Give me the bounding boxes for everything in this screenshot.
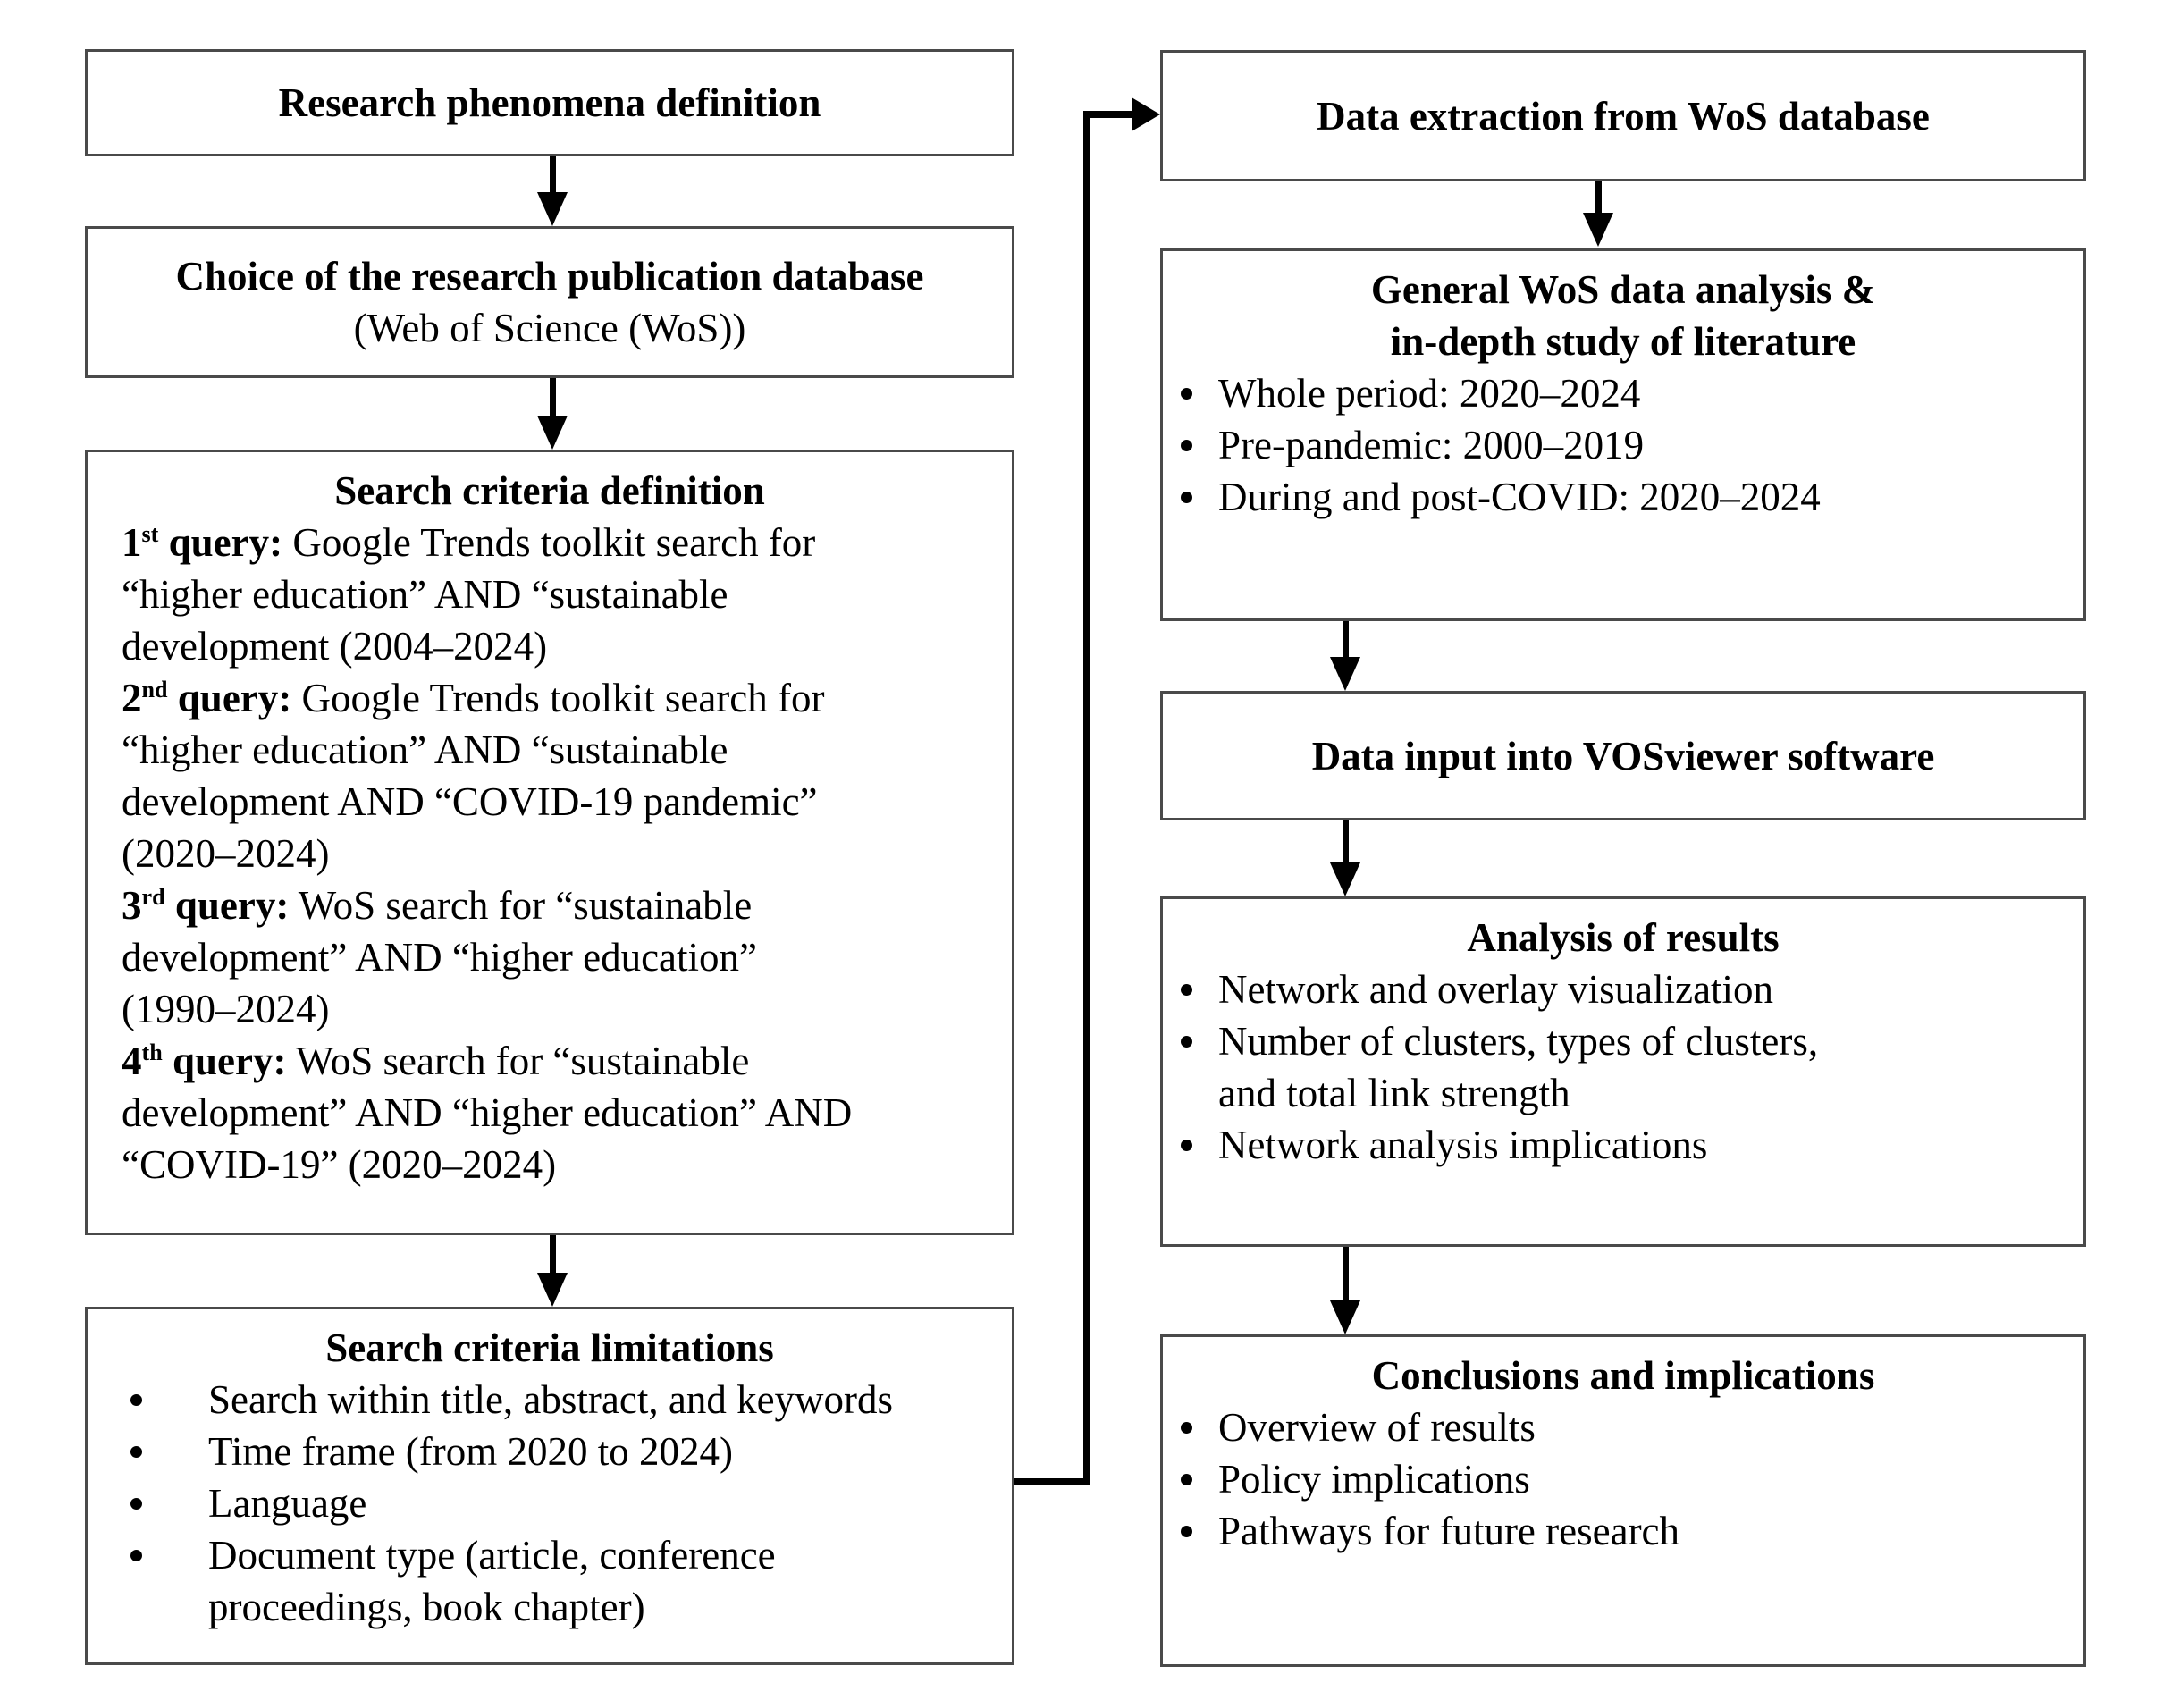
box-title: Data extraction from WoS database — [1317, 93, 1930, 139]
arrow-stem — [1595, 181, 1602, 216]
list-item: Document type (article, conference procee… — [88, 1529, 1012, 1633]
text-line: “higher education” AND “sustainable — [122, 728, 728, 772]
arrow-head-icon — [537, 416, 568, 450]
text-line: in-depth study of literature — [1390, 319, 1856, 364]
text-line: development (2004–2024) — [122, 624, 548, 669]
list-item-line: Pre-pandemic: 2000–2019 — [1218, 423, 1645, 467]
arrow-head-icon — [1330, 1300, 1360, 1334]
arrow-head-icon — [1132, 97, 1160, 131]
limitations-list: Search within title, abstract, and keywo… — [88, 1374, 1012, 1633]
text-line: General WoS data analysis & — [1370, 267, 1876, 312]
text-line: 1st query: Google Trends toolkit search … — [122, 520, 816, 565]
box-title: Choice of the research publication datab… — [175, 254, 924, 299]
list-item: Pathways for future research — [1163, 1505, 2083, 1557]
list-item: During and post-COVID: 2020–2024 — [1163, 471, 2083, 523]
box-subtitle: (Web of Science (WoS)) — [353, 306, 746, 350]
list-item-line: Language — [208, 1481, 367, 1526]
text-line: (2020–2024) — [122, 831, 330, 876]
text-line: 2nd query: Google Trends toolkit search … — [122, 676, 825, 720]
box-vosviewer-input: Data input into VOSviewer software — [1160, 691, 2086, 820]
list-item: Overview of results — [1163, 1401, 2083, 1453]
box-title: Search criteria limitations — [325, 1325, 774, 1370]
arrow-head-icon — [537, 1273, 568, 1307]
arrow-stem — [550, 1235, 556, 1276]
connector-vertical — [1083, 111, 1090, 1485]
list-item-line: Network and overlay visualization — [1218, 967, 1774, 1012]
box-database-choice: Choice of the research publication datab… — [85, 226, 1014, 378]
list-item-line: Overview of results — [1218, 1405, 1536, 1450]
box-search-criteria-limitations: Search criteria limitations Search withi… — [85, 1307, 1014, 1665]
arrow-stem — [1343, 1247, 1349, 1304]
text-line: development AND “COVID-19 pandemic” — [122, 779, 818, 824]
box-research-phenomena: Research phenomena definition — [85, 49, 1014, 156]
text-line: 3rd query: WoS search for “sustainable — [122, 883, 753, 928]
arrow-head-icon — [537, 192, 568, 226]
text-line: development” AND “higher education” — [122, 935, 757, 980]
connector-horizontal-end — [1083, 111, 1132, 118]
list-item: Search within title, abstract, and keywo… — [88, 1374, 1012, 1426]
list-item: Network and overlay visualization — [1163, 963, 2083, 1015]
box-search-criteria-definition: Search criteria definition 1st query: Go… — [85, 450, 1014, 1235]
list-item: Pre-pandemic: 2000–2019 — [1163, 419, 2083, 471]
list-item: Time frame (from 2020 to 2024) — [88, 1426, 1012, 1477]
arrow-stem — [1343, 621, 1349, 660]
list-item-line: Pathways for future research — [1218, 1509, 1680, 1553]
box-conclusions: Conclusions and implications Overview of… — [1160, 1334, 2086, 1667]
list-item-line: Document type (article, conference — [208, 1533, 776, 1578]
box-title: Analysis of results — [1467, 915, 1780, 960]
text-line: 4th query: WoS search for “sustainable — [122, 1039, 750, 1083]
list-item-line: Time frame (from 2020 to 2024) — [208, 1429, 733, 1474]
box-title: Research phenomena definition — [278, 80, 821, 125]
list-item-line: Whole period: 2020–2024 — [1218, 371, 1641, 416]
list-item: Number of clusters, types of clusters, an… — [1163, 1015, 2083, 1119]
text-line: (1990–2024) — [122, 987, 330, 1031]
query-list: 1st query: Google Trends toolkit search … — [88, 517, 1012, 1191]
list-item-line: Number of clusters, types of clusters, — [1218, 1019, 1819, 1064]
list-item-line: During and post-COVID: 2020–2024 — [1218, 475, 1821, 519]
text-line: “higher education” AND “sustainable — [122, 572, 728, 617]
box-title: Search criteria definition — [334, 468, 765, 513]
arrow-head-icon — [1330, 862, 1360, 896]
box-title: Conclusions and implications — [1371, 1353, 1875, 1398]
list-item-line: Search within title, abstract, and keywo… — [208, 1377, 894, 1422]
arrow-stem — [1343, 820, 1349, 866]
box-analysis-results: Analysis of results Network and overlay … — [1160, 896, 2086, 1247]
list-item: Policy implications — [1163, 1453, 2083, 1505]
box-wos-analysis: General WoS data analysis & in-depth stud… — [1160, 248, 2086, 621]
connector-horizontal-start — [1014, 1478, 1087, 1485]
text-line: development” AND “higher education” AND — [122, 1090, 853, 1135]
box-title: Data input into VOSviewer software — [1311, 733, 1935, 778]
list-item: Whole period: 2020–2024 — [1163, 367, 2083, 419]
list-item: Language — [88, 1477, 1012, 1529]
list-item-line: proceedings, book chapter) — [208, 1585, 645, 1629]
box-title: General WoS data analysis & in-depth stud… — [1163, 264, 2083, 367]
list-item-line: Policy implications — [1218, 1457, 1530, 1502]
list-item-line: Network analysis implications — [1218, 1123, 1708, 1167]
box-data-extraction: Data extraction from WoS database — [1160, 50, 2086, 181]
arrow-head-icon — [1330, 657, 1360, 691]
arrow-stem — [550, 378, 556, 419]
list-item: Network analysis implications — [1163, 1119, 2083, 1171]
arrow-head-icon — [1583, 213, 1613, 247]
arrow-stem — [550, 156, 556, 196]
text-line: “COVID-19” (2020–2024) — [122, 1142, 557, 1187]
list-item-line: and total link strength — [1218, 1071, 1570, 1115]
